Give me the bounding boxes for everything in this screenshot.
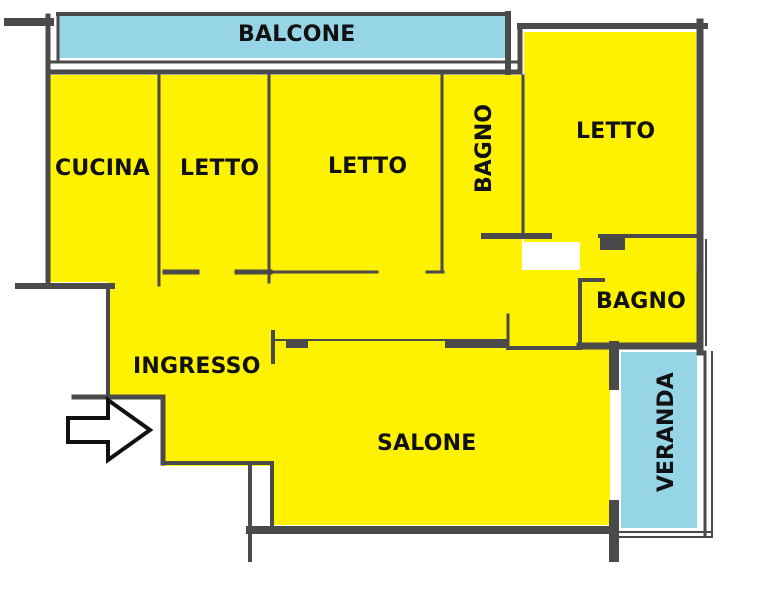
walls	[4, 11, 713, 562]
room-label-ingresso: INGRESSO	[133, 354, 261, 379]
room-label-letto-2: LETTO	[328, 154, 408, 179]
room-label-letto-3: LETTO	[576, 119, 656, 144]
room-label-bagno-2: BAGNO	[596, 289, 686, 314]
veranda-area	[621, 352, 697, 528]
room-label-letto-1: LETTO	[180, 156, 260, 181]
room-label-veranda: VERANDA	[654, 372, 679, 492]
room-label-cucina: CUCINA	[55, 156, 150, 181]
arrow-right-icon	[66, 396, 154, 464]
room-label-salone: SALONE	[377, 431, 477, 456]
balcone-area	[58, 16, 506, 58]
room-label-balcone: BALCONE	[238, 22, 356, 47]
room-fills	[50, 32, 698, 525]
room-label-bagno-1: BAGNO	[472, 104, 497, 193]
